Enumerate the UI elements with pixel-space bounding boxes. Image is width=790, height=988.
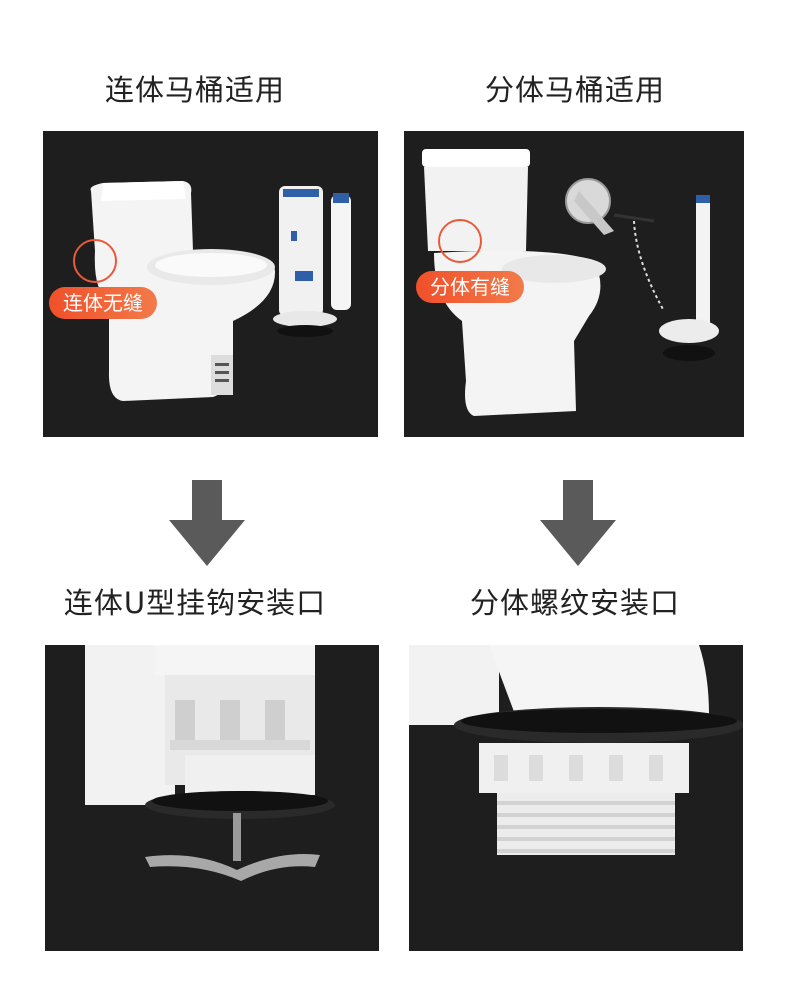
seam-highlight-circle	[438, 219, 482, 263]
heading-split-thread-mount: 分体螺纹安装口	[469, 586, 680, 620]
seam-highlight-circle	[73, 239, 117, 283]
badge-split-seam: 分体有缝	[416, 271, 524, 303]
thread-mount-illustration	[409, 645, 743, 855]
heading-split-toilet: 分体马桶适用	[484, 73, 665, 107]
u-hook-mount-photo	[45, 645, 379, 951]
down-arrow-icon	[540, 480, 616, 566]
thread-mount-photo	[409, 645, 743, 951]
heading-one-piece-toilet: 连体马桶适用	[104, 73, 285, 107]
heading-one-piece-u-hook-mount: 连体U型挂钩安装口	[63, 586, 327, 620]
split-toilet-photo: 分体有缝	[404, 131, 744, 437]
u-hook-mount-illustration	[85, 645, 335, 881]
down-arrow-icon	[169, 480, 245, 566]
badge-one-piece-seamless: 连体无缝	[49, 287, 157, 319]
one-piece-toilet-photo: 连体无缝	[43, 131, 378, 437]
one-piece-toilet-illustration	[90, 181, 351, 401]
